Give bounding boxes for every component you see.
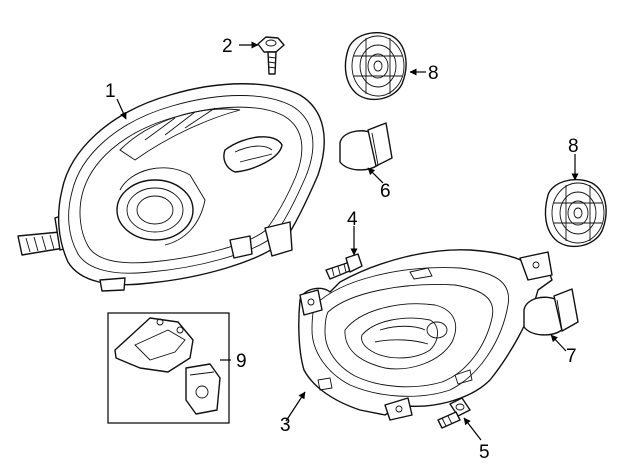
callout-4: 4 bbox=[347, 209, 358, 230]
bolt-top bbox=[257, 36, 285, 75]
callout-9: 9 bbox=[236, 351, 247, 372]
callout-8-right: 8 bbox=[568, 136, 579, 157]
callout-6: 6 bbox=[380, 181, 391, 202]
callout-5: 5 bbox=[479, 442, 490, 463]
leader-lines bbox=[116, 41, 579, 441]
callout-2: 2 bbox=[222, 36, 233, 57]
fog-lamp-assembly bbox=[298, 249, 553, 421]
bulb-fog-lamp bbox=[523, 288, 579, 336]
callout-labels: 1 2 3 4 5 6 7 8 8 9 bbox=[105, 36, 579, 463]
callout-8-top: 8 bbox=[428, 63, 439, 84]
inset-frame bbox=[107, 312, 230, 424]
cover-cap-right bbox=[544, 178, 607, 248]
bracket-inset bbox=[107, 312, 230, 424]
cover-cap-top bbox=[344, 32, 407, 101]
headlamp-assembly bbox=[17, 83, 325, 292]
callout-3: 3 bbox=[280, 415, 291, 436]
bulb-headlamp bbox=[339, 122, 393, 171]
callout-1: 1 bbox=[105, 81, 116, 102]
callout-7: 7 bbox=[566, 346, 577, 367]
screw-lower bbox=[437, 397, 471, 429]
